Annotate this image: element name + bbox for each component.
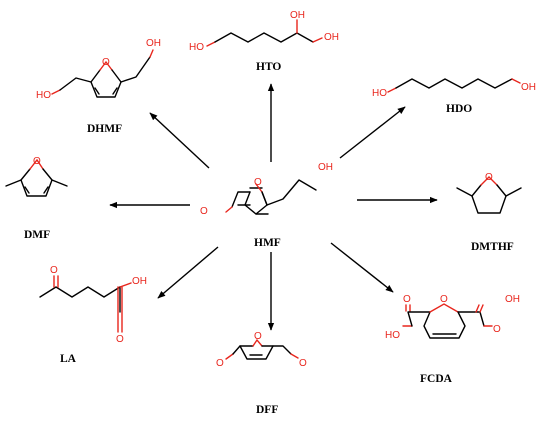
hmf-oh: OH: [318, 162, 333, 173]
la-ketone-o: O: [50, 265, 58, 276]
hto-oh-mid: OH: [290, 10, 305, 21]
label-fcda: FCDA: [420, 373, 453, 385]
dhmf-ho: HO: [36, 90, 51, 101]
reaction-arrows: [109, 83, 438, 331]
dmthf-ring-o: O: [485, 172, 493, 183]
dhmf-ring-o: O: [102, 57, 110, 68]
arrow-to-dhmf: [149, 112, 210, 169]
dhmf-structure: HO O OH DHMF: [36, 38, 161, 135]
hdo-ho: HO: [372, 88, 387, 99]
label-la: LA: [60, 353, 77, 365]
label-hdo: HDO: [446, 103, 472, 115]
fcda-structure: HO O O OH O FCDA: [385, 294, 520, 385]
arrow-to-fcda: [330, 242, 394, 293]
fcda-carbonyl-o-left: O: [403, 294, 411, 305]
label-hto: HTO: [256, 61, 281, 73]
label-dmf: DMF: [24, 229, 50, 241]
arrow-to-la: [157, 246, 219, 299]
arrow-to-hdo: [339, 106, 406, 159]
label-hmf: HMF: [254, 237, 281, 249]
dff-carbonyl-o-right: O: [299, 358, 307, 369]
hmf-carbonyl-o: O: [200, 206, 208, 217]
hdo-oh: OH: [521, 82, 536, 93]
hto-ho: HO: [189, 42, 204, 53]
fcda-carbonyl-o-right: O: [493, 324, 501, 335]
la-acid-o: O: [116, 334, 124, 345]
fcda-ring-o: O: [440, 294, 448, 305]
dmf-ring-o: O: [33, 156, 41, 167]
la-structure: O OH O LA: [39, 265, 147, 365]
label-dmthf: DMTHF: [471, 241, 514, 253]
dff-ring-o: O: [254, 331, 262, 342]
la-oh: OH: [132, 276, 147, 287]
dhmf-oh: OH: [146, 38, 161, 49]
fcda-oh: OH: [505, 294, 520, 305]
dmthf-structure: O DMTHF: [456, 172, 522, 253]
dff-carbonyl-o-left: O: [216, 358, 224, 369]
dff-structure: O O O DFF: [216, 331, 307, 416]
hto-oh-end: OH: [324, 32, 339, 43]
label-dhmf: DHMF: [87, 123, 122, 135]
dmf-structure: O DMF: [5, 156, 68, 241]
hdo-structure: HO OH HDO: [372, 78, 536, 115]
hto-structure: HO OH OH HTO: [189, 10, 339, 73]
fcda-ho: HO: [385, 330, 400, 341]
label-dff: DFF: [256, 404, 278, 416]
hmf-structure: O O OH HMF: [200, 162, 333, 249]
hmf-ring-o: O: [254, 177, 262, 188]
